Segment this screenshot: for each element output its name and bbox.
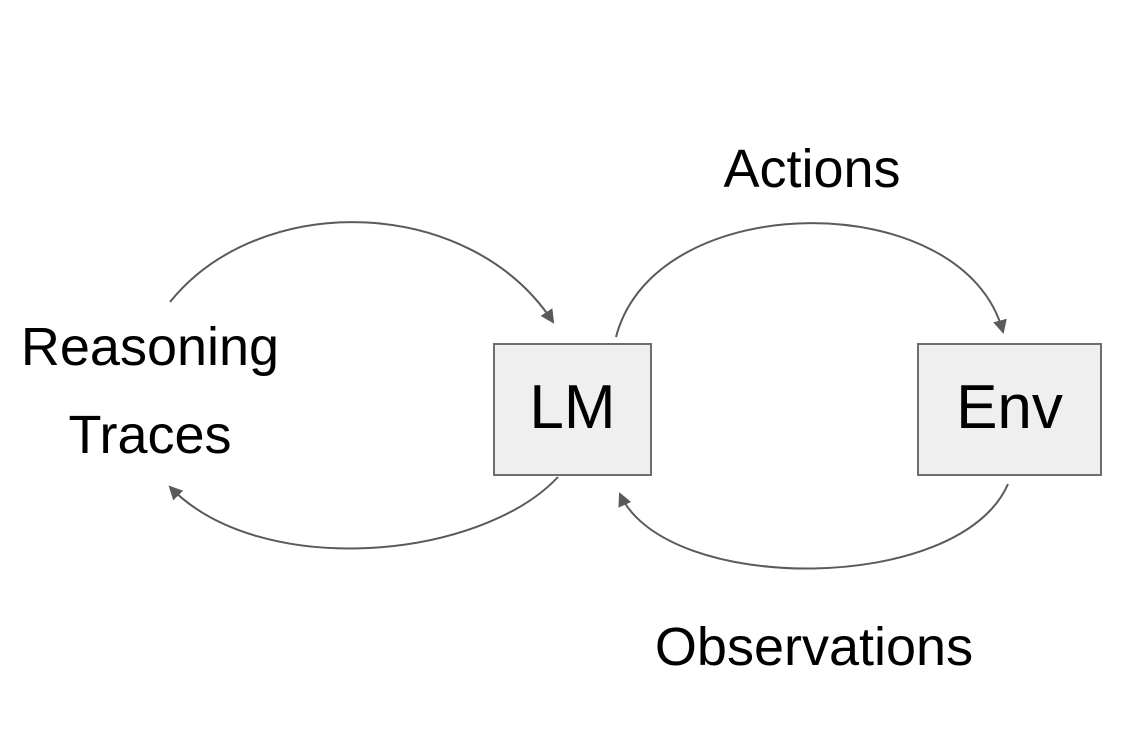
reasoning-traces-label: Reasoning Traces: [0, 303, 300, 479]
lm-node: LM: [493, 343, 652, 476]
reasoning-loop-top-arrow: [169, 221, 555, 324]
reasoning-traces-line2: Traces: [68, 405, 232, 465]
lm-node-label: LM: [529, 372, 616, 442]
actions-arrow: [615, 222, 1007, 338]
reasoning-loop-bottom-arrow: [168, 476, 559, 550]
observations-label-text: Observations: [654, 617, 974, 677]
env-node-label: Env: [956, 372, 1063, 442]
actions-label: Actions: [662, 138, 962, 200]
reasoning-traces-line1: Reasoning: [20, 317, 280, 377]
observations-label: Observations: [614, 616, 1014, 678]
actions-label-text: Actions: [723, 139, 901, 199]
observations-arrow: [618, 483, 1009, 570]
env-node: Env: [917, 343, 1102, 476]
